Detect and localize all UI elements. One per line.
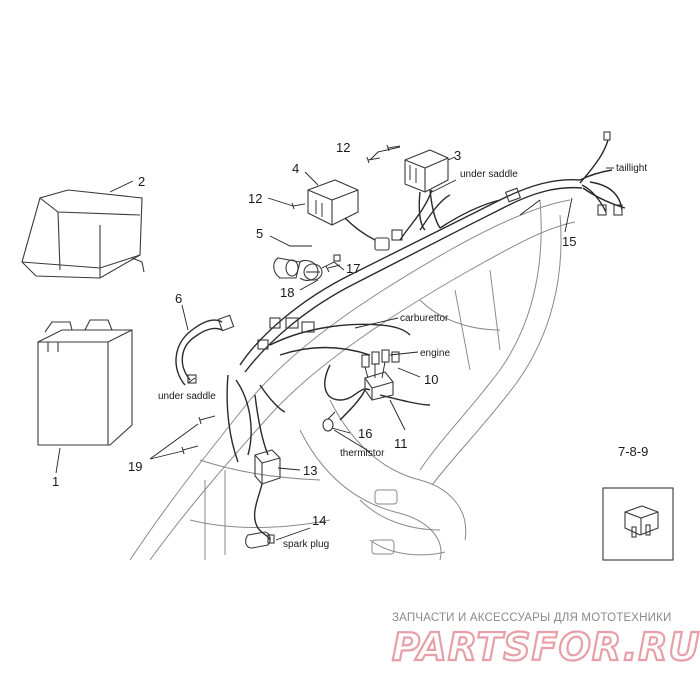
callout-12-top: 12 bbox=[336, 140, 350, 155]
callout-3: 3 bbox=[454, 148, 461, 163]
callout-18: 18 bbox=[280, 285, 294, 300]
callout-12-left: 12 bbox=[248, 191, 262, 206]
spark-plug-cap bbox=[245, 531, 275, 549]
watermark: ЗАПЧАСТИ И АКСЕССУАРЫ ДЛЯ МОТОТЕХНИКИ PA… bbox=[391, 612, 700, 670]
label-taillight: taillight bbox=[616, 163, 647, 174]
battery bbox=[37, 319, 133, 446]
callout-6: 6 bbox=[175, 291, 182, 306]
callout-14: 14 bbox=[312, 513, 326, 528]
thermistor-sensor bbox=[322, 411, 336, 432]
callout-15: 15 bbox=[562, 234, 576, 249]
callout-numbers: 1 2 3 4 5 6 7-8-9 10 11 12 12 13 14 15 1… bbox=[52, 140, 648, 528]
label-thermistor: thermistor bbox=[340, 448, 385, 459]
callout-17: 17 bbox=[346, 261, 360, 276]
label-spark-plug: spark plug bbox=[283, 539, 329, 550]
label-engine: engine bbox=[420, 348, 450, 359]
connector-group bbox=[361, 349, 400, 379]
callout-5: 5 bbox=[256, 226, 263, 241]
callout-19: 19 bbox=[128, 459, 142, 474]
fuse-box bbox=[364, 371, 394, 401]
fuse-inset bbox=[602, 487, 674, 561]
motorcycle-frame bbox=[129, 199, 576, 561]
text-labels: under saddle under saddle taillight carb… bbox=[158, 163, 647, 550]
callout-16: 16 bbox=[358, 426, 372, 441]
callout-10: 10 bbox=[424, 372, 438, 387]
callout-2: 2 bbox=[138, 174, 145, 189]
starter-relay bbox=[273, 257, 319, 281]
leader-lines bbox=[55, 146, 614, 541]
callout-4: 4 bbox=[292, 161, 299, 176]
voltage-regulator bbox=[404, 149, 449, 231]
fuse-relay bbox=[303, 254, 341, 281]
callout-7-8-9: 7-8-9 bbox=[618, 444, 648, 459]
main-wiring-harness bbox=[226, 131, 626, 463]
battery-lead bbox=[175, 314, 235, 386]
label-carburettor: carburettor bbox=[400, 313, 449, 324]
label-under-saddle-top: under saddle bbox=[460, 169, 518, 180]
screws bbox=[181, 144, 401, 455]
callout-13: 13 bbox=[303, 463, 317, 478]
ignition-coil bbox=[253, 449, 281, 541]
battery-cover bbox=[21, 189, 145, 279]
watermark-logo: PARTSFOR.RU bbox=[392, 625, 700, 669]
watermark-tagline: ЗАПЧАСТИ И АКСЕССУАРЫ ДЛЯ МОТОТЕХНИКИ bbox=[392, 612, 672, 624]
cdi-unit bbox=[307, 179, 376, 241]
callout-1: 1 bbox=[52, 474, 59, 489]
label-under-saddle-left: under saddle bbox=[158, 391, 216, 402]
callout-11: 11 bbox=[394, 436, 408, 451]
